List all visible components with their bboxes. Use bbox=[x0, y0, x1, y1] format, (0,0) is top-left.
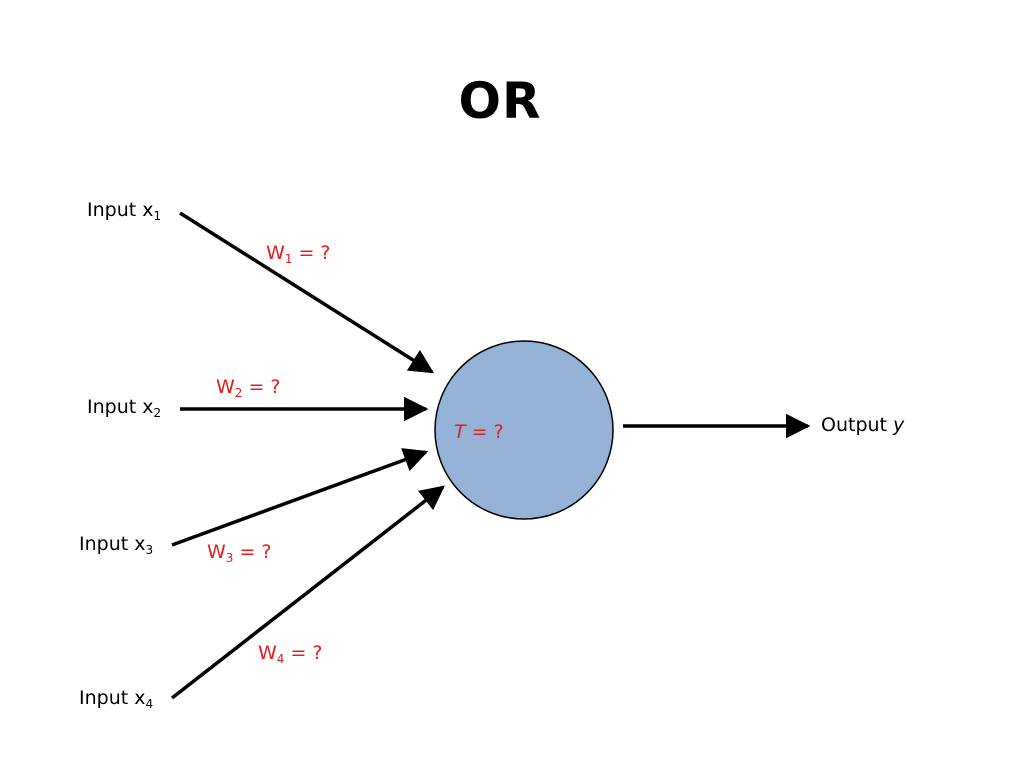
input-label-2: Input x2 bbox=[87, 396, 162, 420]
input-label-4: Input x4 bbox=[79, 687, 154, 711]
output-label: Output y bbox=[821, 414, 905, 436]
weight-label-4: W4 = ? bbox=[258, 642, 323, 666]
input-edge-3 bbox=[171, 448, 429, 547]
threshold-label: T = ? bbox=[454, 421, 504, 443]
neuron-node bbox=[434, 340, 614, 520]
weight-label-2: W2 = ? bbox=[216, 376, 281, 400]
input-edge-4 bbox=[170, 485, 445, 700]
diagram-title: OR bbox=[458, 72, 542, 130]
weight-label-3: W3 = ? bbox=[207, 541, 272, 565]
input-label-1: Input x1 bbox=[87, 199, 162, 223]
input-label-3: Input x3 bbox=[79, 533, 154, 557]
input-edge-1 bbox=[179, 211, 435, 374]
weight-label-1: W1 = ? bbox=[266, 242, 331, 266]
